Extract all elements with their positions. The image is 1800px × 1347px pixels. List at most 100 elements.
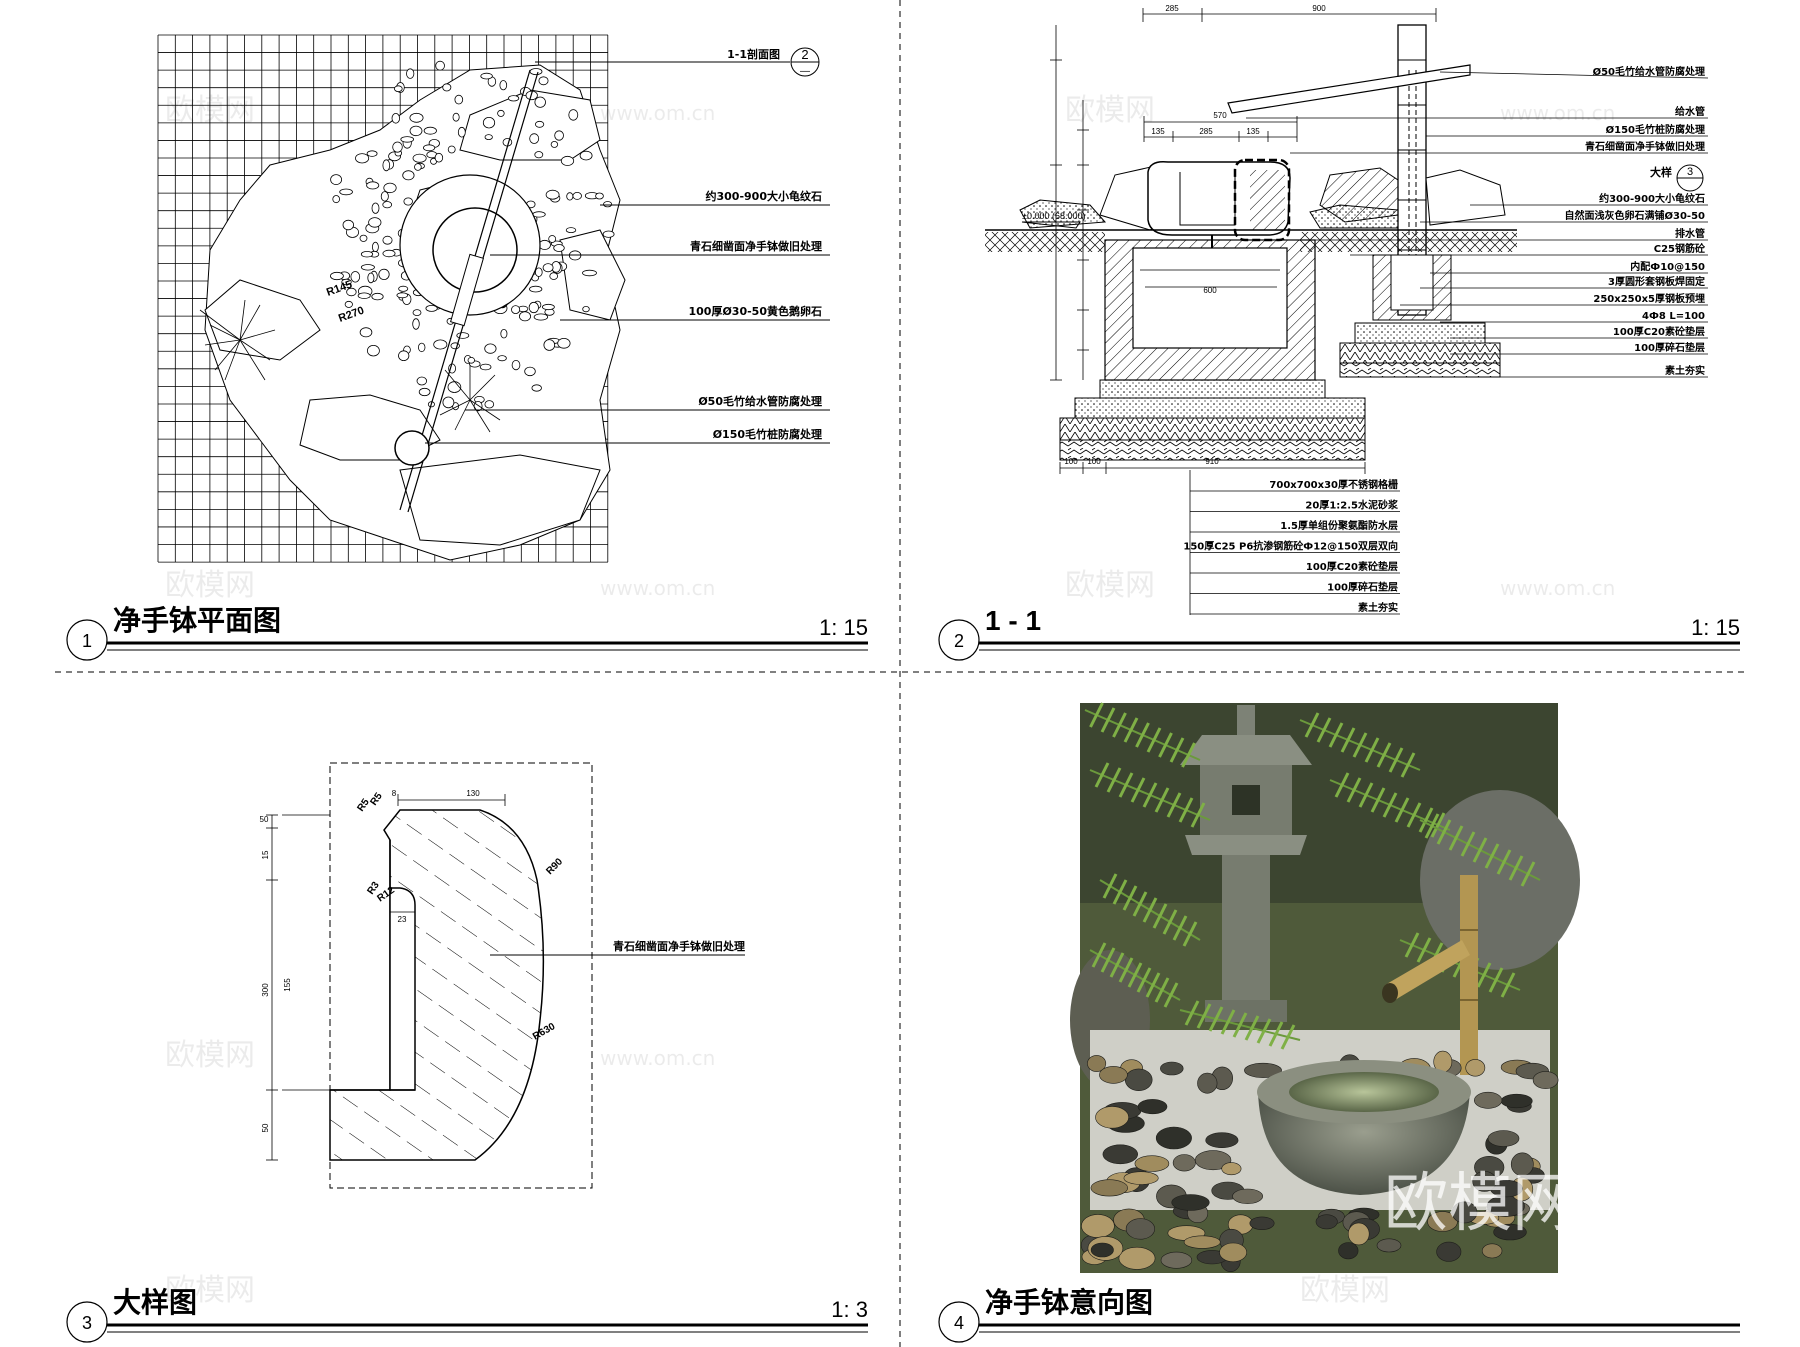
pebble (482, 116, 496, 129)
fern-leaf (1133, 962, 1143, 976)
pebble (548, 235, 557, 243)
section-ref-marker[interactable]: 2 — (790, 47, 820, 77)
fern-leaf (1280, 1036, 1290, 1050)
pebble (1183, 1235, 1221, 1249)
pebble (1090, 1179, 1129, 1197)
fern-leaf (1424, 825, 1434, 839)
section-label-3: 青石细凿面净手钵做旧处理 (1585, 140, 1705, 153)
fern-leaf (1128, 885, 1138, 899)
fern-leaf (1500, 984, 1510, 998)
pebble (531, 384, 542, 392)
fern-leaf (1164, 732, 1173, 746)
pebble (371, 202, 380, 214)
fern-leaf (1160, 787, 1170, 801)
fern-leaf (1400, 797, 1410, 811)
pebble (398, 350, 410, 362)
fern-leaf (1250, 1015, 1260, 1029)
fern-leaf (1152, 727, 1162, 741)
pebble (393, 85, 403, 92)
pebble (435, 60, 445, 71)
detail-callout[interactable] (1233, 158, 1291, 242)
pebble (418, 342, 426, 353)
fern-leaf (1520, 873, 1530, 887)
fern-leaf (1460, 843, 1470, 857)
plan-label-3: Ø50毛竹给水管防腐处理 (698, 394, 822, 408)
pebble (1493, 1223, 1527, 1241)
fern-leaf (1274, 1021, 1284, 1035)
plan-label-0: 约300-900大小龟纹石 (706, 189, 823, 203)
pebble (543, 339, 556, 351)
section-label-11: 4Ф8 L=100 (1642, 311, 1705, 322)
fern-leaf (1472, 849, 1482, 863)
fern-leaf (1256, 1030, 1266, 1044)
fern-leaf (1154, 799, 1164, 813)
leader-line (1439, 71, 1709, 79)
pebble (1099, 1066, 1128, 1084)
pebble (1249, 1216, 1275, 1231)
section-label-12: 100厚C20素砼垫层 (1613, 325, 1705, 338)
detail-ref-marker[interactable]: 大样 3 (1650, 164, 1704, 192)
fern-leaf (1370, 799, 1380, 813)
fern-leaf (1091, 954, 1101, 968)
fern-leaf (1400, 764, 1410, 778)
fern-leaf (1169, 749, 1179, 763)
pebble (529, 133, 540, 144)
fern-leaf (1494, 967, 1504, 981)
pebble (1473, 1091, 1503, 1109)
pebble (1095, 1106, 1130, 1129)
svg-text:欧模网: 欧模网 (1300, 1273, 1390, 1308)
fern-leaf (1430, 813, 1440, 827)
fern-leaf (1145, 984, 1155, 998)
fern-leaf (1112, 891, 1122, 905)
pebble (1472, 1171, 1497, 1192)
svg-text:www.om.cn: www.om.cn (600, 576, 715, 600)
section-label-13: 100厚碎石垫层 (1634, 341, 1705, 354)
fern-leaf (1112, 767, 1122, 781)
svg-text:3: 3 (1687, 166, 1693, 178)
pebble (542, 303, 555, 311)
pebble (473, 400, 483, 412)
section-bottom-label-1: 20厚1:2.5水泥砂浆 (1305, 499, 1399, 512)
pebble (425, 304, 438, 312)
fern-leaf (1304, 724, 1314, 738)
fern-leaf (1382, 804, 1392, 818)
svg-text:www.om.cn: www.om.cn (600, 101, 715, 125)
pebble (538, 239, 551, 250)
fern-leaf (1448, 837, 1458, 851)
pebble (1427, 1211, 1458, 1232)
fern-leaf (1334, 784, 1344, 798)
fern-leaf (1162, 921, 1172, 935)
dim-bottom-1: 100 (1087, 457, 1101, 466)
pebble (534, 120, 545, 128)
pebble (499, 80, 508, 91)
fern-leaf (1112, 724, 1121, 738)
pebble (565, 227, 577, 234)
pebble (452, 112, 460, 122)
fern-leaf (1141, 722, 1150, 736)
section-bottom-label-4: 100厚C20素砼垫层 (1306, 560, 1398, 573)
fern-leaf (1394, 809, 1404, 823)
pebble (528, 301, 539, 314)
fern-leaf (1158, 903, 1168, 917)
pebble (350, 271, 361, 283)
stone-lantern-icon (1180, 705, 1312, 1022)
fern-leaf (1322, 717, 1332, 731)
fern-leaf (1148, 897, 1158, 911)
pebble (579, 150, 593, 161)
fern-leaf (1424, 807, 1434, 821)
fern-leaf (1334, 722, 1344, 736)
pebble (342, 219, 355, 231)
detail-dim-4: 50 (261, 1123, 270, 1132)
section-label-8: 内配Ф10@150 (1630, 260, 1705, 273)
pebble (550, 140, 559, 148)
fern-leaf (1484, 855, 1494, 869)
section-label-6: 排水管 (1675, 227, 1705, 240)
detail-frame (329, 762, 593, 1189)
fern-leaf (1388, 792, 1398, 806)
pebble (602, 230, 615, 238)
svg-text:±0.000 (68.000): ±0.000 (68.000) (1022, 211, 1085, 221)
fern-leaf (1129, 717, 1139, 731)
pebble (497, 355, 507, 362)
fern-leaf (1434, 942, 1444, 956)
section-bottom-label-3: 150厚C25 P6抗渗钢筋砼Ф12@150双层双向 (1183, 540, 1398, 553)
